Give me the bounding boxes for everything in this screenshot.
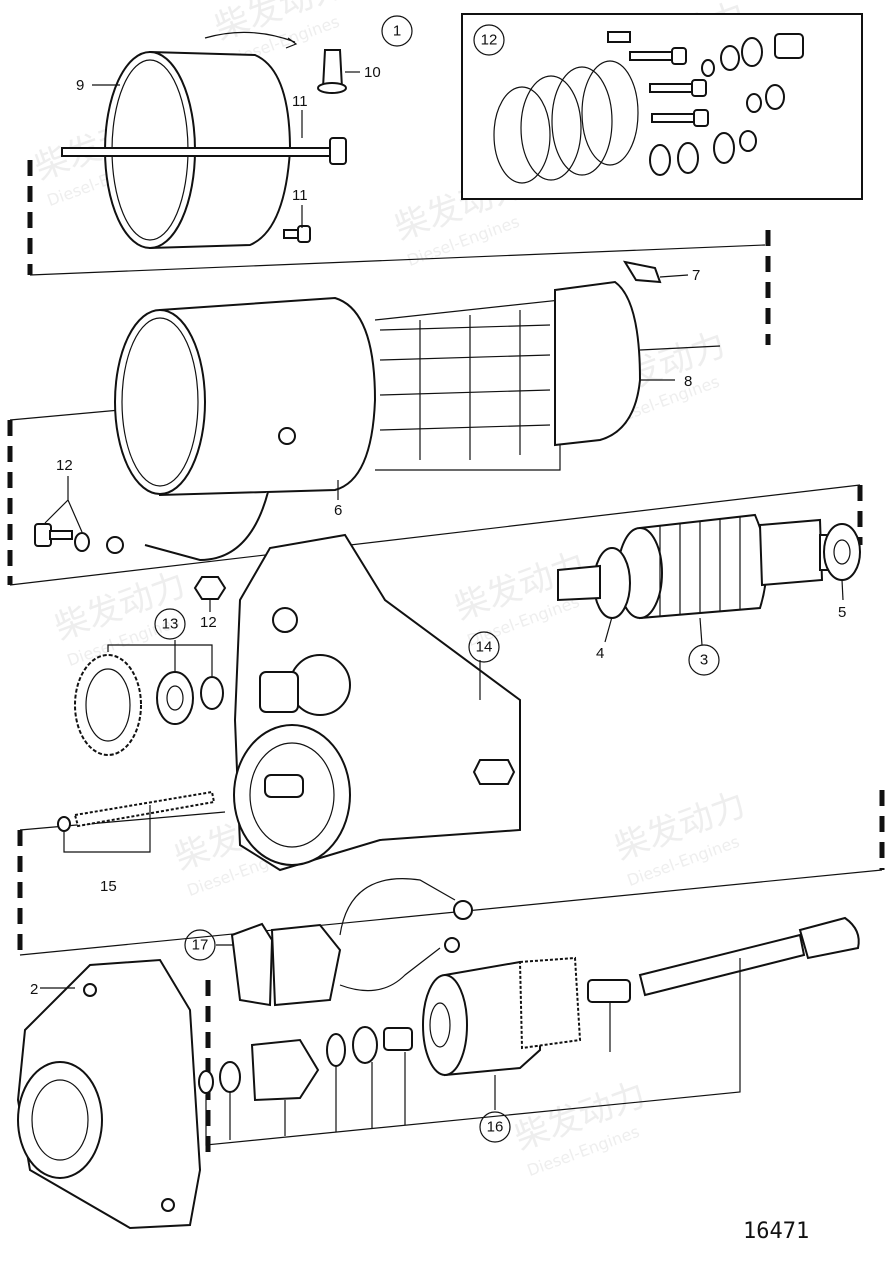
callout-circle — [381, 15, 413, 47]
callout-labels: 1 9 10 11 11 12 7 8 6 12 12 4 3 5 13 14 … — [30, 15, 846, 1143]
callout-12a: 12 — [481, 32, 498, 49]
callout-2: 2 — [30, 981, 38, 998]
drawing-number: 16471 — [743, 1219, 809, 1244]
part-drive-assembly — [198, 916, 860, 1102]
callout-17: 17 — [192, 937, 209, 954]
callout-circle — [473, 24, 505, 56]
callout-6: 6 — [334, 502, 342, 519]
callout-circle — [479, 1111, 511, 1143]
part-stator-yoke — [106, 280, 642, 562]
callout-8: 8 — [684, 373, 692, 390]
callout-3: 3 — [700, 652, 708, 669]
callout-7: 7 — [692, 267, 700, 284]
callout-16: 16 — [487, 1119, 504, 1136]
callout-circle — [468, 631, 500, 663]
callout-11b: 11 — [292, 187, 308, 204]
part-gear — [74, 654, 224, 756]
assembly-brackets — [7, 160, 885, 1160]
part-clip — [622, 260, 662, 284]
callout-10: 10 — [364, 64, 381, 81]
leader-lines — [40, 71, 844, 1146]
callout-4: 4 — [596, 645, 604, 662]
part-through-bolt — [61, 137, 347, 165]
callout-12b: 12 — [56, 457, 73, 474]
part-drive-end-housing — [16, 958, 202, 1230]
part-end-cover — [104, 31, 298, 250]
bracket-line — [9, 484, 861, 586]
part-spring — [57, 790, 216, 832]
bracket-line — [19, 869, 883, 956]
callout-circle — [688, 644, 720, 676]
callout-1: 1 — [393, 23, 401, 40]
bracket-line — [29, 244, 766, 276]
callout-12c: 12 — [200, 614, 217, 631]
part-plug — [317, 49, 347, 94]
bracket-line — [9, 409, 121, 421]
part-small-screw — [283, 225, 311, 243]
part-bolt-nut — [34, 523, 227, 600]
callout-15: 15 — [100, 878, 117, 895]
bracket-line — [19, 811, 226, 831]
part-armature — [557, 513, 861, 620]
callout-9: 9 — [76, 77, 84, 94]
callout-11a: 11 — [292, 93, 308, 110]
part-intermediate-housing — [233, 533, 521, 872]
callout-5: 5 — [838, 604, 846, 621]
kit-box — [461, 13, 863, 200]
callout-circle — [154, 608, 186, 640]
callout-circle — [184, 929, 216, 961]
callout-14: 14 — [476, 639, 493, 656]
callout-13: 13 — [162, 616, 179, 633]
part-solenoid — [230, 878, 473, 1007]
